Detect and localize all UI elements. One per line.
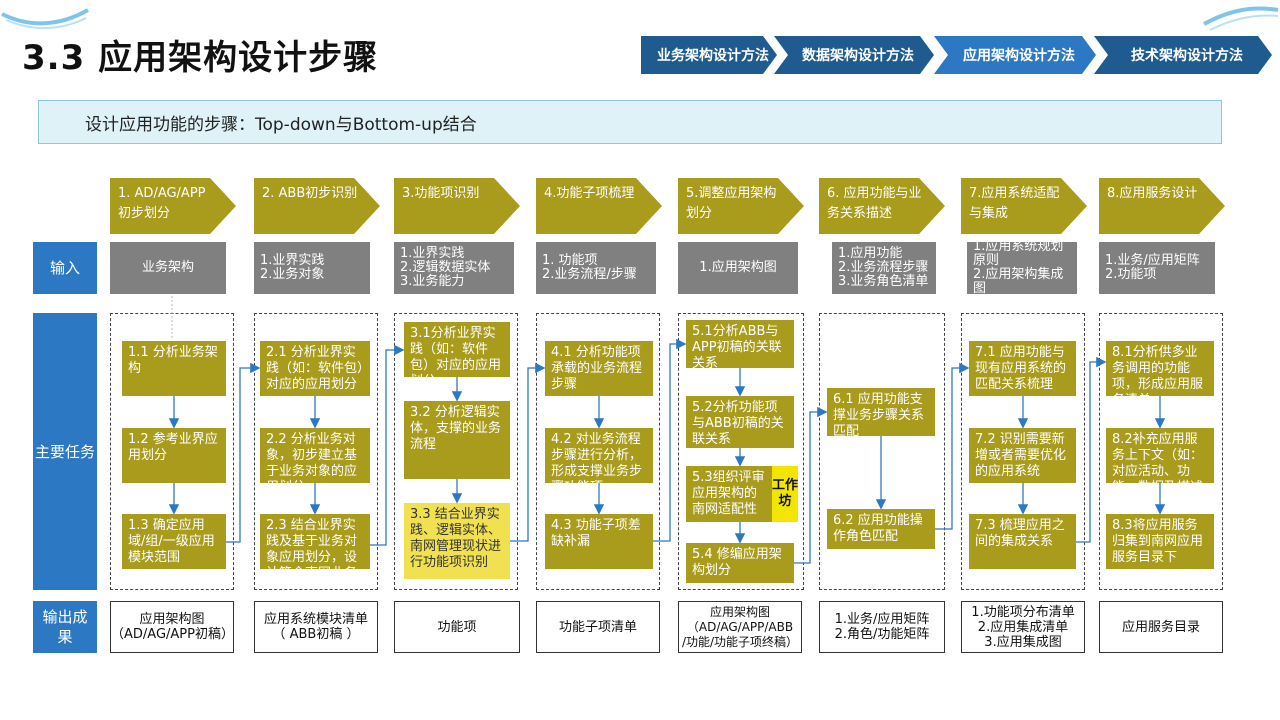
row-label-tasks: 主要任务	[33, 313, 97, 590]
task-1-1: 1.1 分析业务架构	[122, 341, 226, 396]
task-5-4: 5.4 修编应用架构划分	[686, 543, 794, 583]
step-7: 7.应用系统适配与集成	[961, 178, 1087, 234]
input-box: 1.业界实践 2.业务对象	[254, 242, 370, 294]
chevron-shape-icon	[774, 36, 934, 74]
chevron-shape-icon	[934, 36, 1096, 74]
task-7-2: 7.2 识别需要新增或者需要优化的应用系统	[969, 428, 1076, 483]
output-box: 1.功能项分布清单 2.应用集成清单 3.应用集成图	[961, 601, 1085, 653]
task-8-3: 8.3将应用服务归集到南网应用服务目录下	[1106, 514, 1214, 569]
method-tab-application[interactable]: 应用架构设计方法	[934, 36, 1096, 74]
task-lane-8	[1099, 313, 1223, 590]
step-6: 6. 应用功能与业务关系描述	[819, 178, 945, 234]
task-3-1: 3.1分析业界实践（如：软件包）对应的应用划分	[404, 322, 510, 377]
task-4-1: 4.1 分析功能项承载的业务流程步骤	[545, 341, 653, 396]
task-6-2: 6.2 应用功能操作角色匹配	[827, 509, 935, 549]
row-label-input: 输入	[33, 242, 97, 294]
chevron-shape-icon	[641, 36, 777, 74]
task-1-2: 1.2 参考业界应用划分	[122, 428, 226, 483]
task-1-3: 1.3 确定应用域/组/一级应用模块范围	[122, 514, 226, 569]
workshop-tag: 工作坊	[772, 466, 798, 522]
banner: 设计应用功能的步骤：Top-down与Bottom-up结合	[38, 100, 1222, 144]
task-lane-2	[254, 313, 378, 590]
step-3: 3.功能项识别	[394, 178, 520, 234]
task-5-3: 5.3组织评审应用架构的南网适配性	[686, 466, 772, 522]
task-lane-6	[819, 313, 945, 590]
method-tab-technology[interactable]: 技术架构设计方法	[1094, 36, 1272, 74]
task-2-1: 2.1 分析业界实践（如：软件包）对应的应用划分	[260, 341, 370, 396]
output-box: 功能项	[394, 601, 520, 653]
step-2: 2. ABB初步识别	[254, 178, 380, 234]
output-box: 应用服务目录	[1099, 601, 1223, 653]
input-box: 1. 功能项 2.业务流程/步骤	[536, 242, 656, 294]
task-lane-5	[678, 313, 804, 590]
task-8-2: 8.2补充应用服务上下文（如：对应活动、功能、数据及描述等）	[1106, 428, 1214, 483]
output-box: 应用系统模块清单 （ ABB初稿 ）	[254, 601, 378, 653]
input-box: 1.业务/应用矩阵 2.功能项	[1099, 242, 1215, 294]
step-5: 5.调整应用架构划分	[678, 178, 804, 234]
row-label-output: 输出成果	[33, 601, 97, 653]
task-lane-3	[394, 313, 518, 590]
task-3-3: 3.3 结合业界实践、逻辑实体、南网管理现状进行功能项识别	[404, 503, 510, 579]
method-tab-business[interactable]: 业务架构设计方法	[641, 36, 777, 74]
task-5-2: 5.2分析功能项与ABB初稿的关联关系	[686, 396, 794, 448]
output-box: 应用架构图 （AD/AG/APP初稿）	[110, 601, 234, 653]
task-3-2: 3.2 分析逻辑实体，支撑的业务流程	[404, 401, 510, 479]
task-4-3: 4.3 功能子项差缺补漏	[545, 514, 653, 569]
input-box: 1.应用架构图	[678, 242, 798, 294]
swoosh-logo-right	[1203, 6, 1279, 31]
output-box: 功能子项清单	[536, 601, 660, 653]
task-2-3: 2.3 结合业界实践及基于业务对象应用划分，设计符合南网业务的应用ABB	[260, 514, 370, 569]
task-lane-4	[536, 313, 660, 590]
output-box: 应用架构图 （AD/AG/APP/ABB /功能/功能子项终稿）	[678, 601, 802, 653]
swoosh-logo-left	[1, 8, 89, 29]
task-8-1: 8.1分析供多业务调用的功能项，形成应用服务清单	[1106, 341, 1214, 396]
task-5-1: 5.1分析ABB与APP初稿的关联关系	[686, 320, 794, 368]
step-4: 4.功能子项梳理	[536, 178, 662, 234]
chevron-shape-icon	[1094, 36, 1272, 74]
page-title: 3.3 应用架构设计步骤	[22, 38, 379, 78]
input-box: 业务架构	[110, 242, 226, 294]
task-7-1: 7.1 应用功能与现有应用系统的匹配关系梳理	[969, 341, 1076, 396]
task-4-2: 4.2 对业务流程步骤进行分析，形成支撑业务步骤功能项	[545, 428, 653, 483]
method-tab-data[interactable]: 数据架构设计方法	[774, 36, 934, 74]
step-8: 8.应用服务设计	[1099, 178, 1225, 234]
input-box: 1.应用系统规划原则 2.应用架构集成图	[967, 242, 1077, 294]
task-6-1: 6.1 应用功能支撑业务步骤关系匹配	[827, 388, 935, 436]
step-1: 1. AD/AG/APP初步划分	[110, 178, 236, 234]
task-2-2: 2.2 分析业务对象，初步建立基于业务对象的应用划分	[260, 428, 370, 483]
task-lane-7	[961, 313, 1085, 590]
input-box: 1.应用功能 2.业务流程步骤 3.业务角色清单	[832, 242, 936, 294]
task-7-3: 7.3 梳理应用之间的集成关系	[969, 514, 1076, 569]
output-box: 1.业务/应用矩阵 2.角色/功能矩阵	[819, 601, 945, 653]
input-box: 1.业界实践 2.逻辑数据实体 3.业务能力	[394, 242, 514, 294]
